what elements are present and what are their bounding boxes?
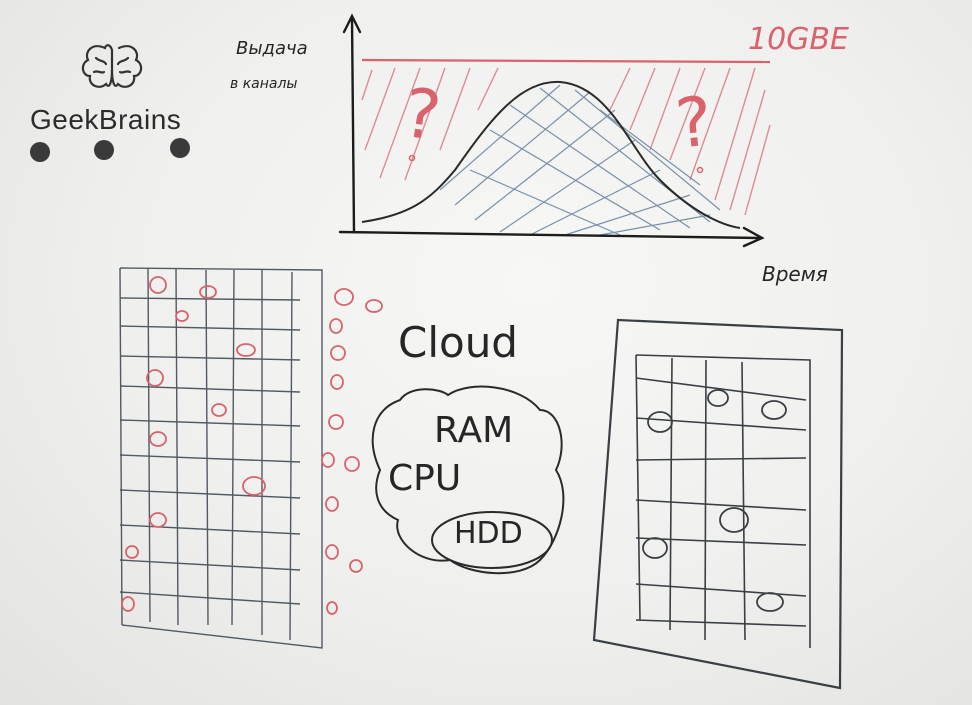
brain-logo-icon: [81, 44, 143, 88]
bandwidth-graph: [338, 13, 771, 248]
y-axis-label-line1: Выдача: [236, 38, 308, 59]
left-server-grid: [119, 267, 323, 649]
cloud-shape: [371, 385, 565, 575]
cloud-item-hdd: HDD: [454, 516, 523, 551]
bell-curve-crosshatch: [439, 84, 721, 236]
x-axis: [338, 226, 765, 248]
left-grid-red-circles: [121, 276, 383, 615]
hdd-oval: [431, 511, 553, 569]
right-server-grid: [592, 318, 844, 690]
y-axis: [342, 13, 362, 234]
cloud-item-ram: RAM: [434, 410, 514, 451]
traffic-curve: [361, 80, 741, 229]
x-axis-label: Время: [762, 262, 828, 286]
logo-dots: [30, 138, 190, 162]
right-grid-dark-circles: [642, 389, 787, 612]
y-axis-label-line2: в каналы: [230, 76, 298, 92]
cloud-item-cpu: CPU: [388, 458, 462, 499]
capacity-line: [361, 58, 771, 64]
bandwidth-label: 10GBE: [748, 22, 849, 57]
logo-name: GeekBrains: [30, 104, 182, 135]
cloud-title: Cloud: [398, 318, 518, 367]
unused-capacity-hatch: [361, 67, 771, 216]
